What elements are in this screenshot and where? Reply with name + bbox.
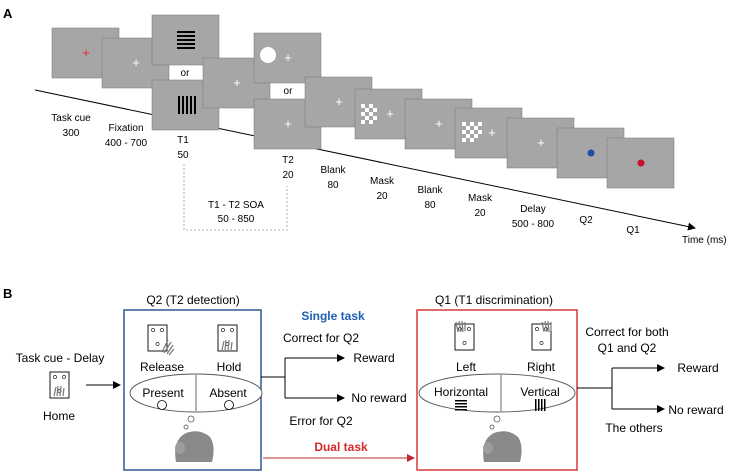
vertical-label: Vertical bbox=[520, 385, 559, 399]
hand-icon bbox=[221, 339, 233, 351]
present-disk-icon bbox=[157, 400, 167, 410]
svg-text:+: + bbox=[335, 94, 343, 109]
q2-blue-dot bbox=[587, 149, 595, 157]
svg-text:+: + bbox=[284, 116, 292, 131]
horizontal-grating-icon bbox=[177, 31, 195, 49]
or-label-t2: or bbox=[284, 86, 294, 97]
or-label-t1: or bbox=[181, 68, 191, 79]
vertical-grating-icon bbox=[535, 399, 546, 411]
value-mask-1: 20 bbox=[376, 191, 388, 202]
horizontal-label: Horizontal bbox=[434, 385, 488, 399]
svg-text:+: + bbox=[386, 106, 394, 121]
panel-b: B Task cue - Delay Home Q2 (T2 detection… bbox=[3, 286, 724, 471]
soa-value: 50 - 850 bbox=[218, 214, 255, 225]
reward-label-2: Reward bbox=[677, 361, 718, 375]
home-panel-icon bbox=[49, 371, 70, 399]
value-task-cue: 300 bbox=[63, 128, 80, 139]
hand-icon bbox=[455, 320, 466, 333]
checker-mask-icon bbox=[361, 104, 377, 124]
svg-text:+: + bbox=[537, 135, 545, 150]
hold-panel-icon bbox=[217, 324, 238, 352]
label-blank-2: Blank bbox=[417, 185, 443, 196]
q1-red-dot bbox=[637, 159, 645, 167]
label-fixation: Fixation bbox=[108, 123, 143, 134]
monkey-icon bbox=[483, 431, 522, 462]
cue-red-cross: + bbox=[82, 45, 90, 60]
soa-bracket: T1 - T2 SOA 50 - 850 bbox=[183, 164, 288, 231]
fixation-cross: + bbox=[132, 55, 140, 70]
panel-a: A Time (ms) + + or bbox=[3, 6, 727, 246]
q2-title: Q2 (T2 detection) bbox=[146, 293, 239, 307]
value-blank-2: 80 bbox=[424, 200, 436, 211]
screen-t1-horizontal bbox=[151, 14, 220, 66]
task-cue-delay-label: Task cue - Delay bbox=[16, 351, 105, 365]
hand-icon bbox=[161, 339, 175, 356]
label-q2: Q2 bbox=[579, 215, 593, 226]
svg-text:+: + bbox=[435, 116, 443, 131]
time-axis-label: Time (ms) bbox=[682, 235, 727, 246]
screen-t2-present: + bbox=[253, 32, 322, 84]
monkey-icon bbox=[175, 431, 214, 462]
screen-q1 bbox=[606, 137, 675, 189]
svg-text:+: + bbox=[284, 50, 292, 65]
soa-label: T1 - T2 SOA bbox=[208, 200, 264, 211]
hand-icon bbox=[541, 320, 552, 333]
absent-label: Absent bbox=[209, 386, 247, 400]
label-mask-1: Mask bbox=[370, 176, 395, 187]
error-q2-label: Error for Q2 bbox=[289, 414, 353, 428]
no-reward-label-2: No reward bbox=[668, 403, 723, 417]
hold-label: Hold bbox=[217, 360, 242, 374]
label-mask-2: Mask bbox=[468, 193, 493, 204]
release-label: Release bbox=[140, 360, 184, 374]
present-label: Present bbox=[142, 386, 184, 400]
svg-text:+: + bbox=[233, 75, 241, 90]
correct-both-label-2: Q1 and Q2 bbox=[598, 341, 657, 355]
label-t2: T2 bbox=[282, 155, 294, 166]
svg-text:+: + bbox=[488, 125, 496, 140]
q1-title: Q1 (T1 discrimination) bbox=[435, 293, 553, 307]
value-t2: 20 bbox=[282, 170, 294, 181]
panel-b-letter: B bbox=[3, 286, 12, 301]
t2-white-disk bbox=[260, 47, 276, 63]
label-t1: T1 bbox=[177, 135, 189, 146]
q1-box bbox=[416, 309, 578, 471]
panel-a-letter: A bbox=[3, 6, 13, 21]
time-axis-line bbox=[34, 89, 696, 231]
horizontal-grating-icon bbox=[455, 400, 467, 411]
thought-bubble-q2 bbox=[129, 373, 263, 430]
label-delay: Delay bbox=[520, 204, 546, 215]
no-reward-label-1: No reward bbox=[351, 391, 406, 405]
left-label: Left bbox=[456, 360, 477, 374]
label-q1: Q1 bbox=[626, 225, 640, 236]
reward-label-1: Reward bbox=[353, 351, 394, 365]
thought-bubble-q1 bbox=[418, 373, 576, 430]
value-delay: 500 - 800 bbox=[512, 219, 555, 230]
correct-both-label-1: Correct for both bbox=[585, 325, 668, 339]
right-panel-icon bbox=[531, 320, 552, 351]
value-blank-1: 80 bbox=[327, 180, 339, 191]
event-labels: Task cue 300 Fixation 400 - 700 T1 50 T2… bbox=[51, 113, 640, 236]
checker-mask-icon bbox=[462, 122, 482, 142]
dual-task-label: Dual task bbox=[314, 440, 368, 454]
single-task-label: Single task bbox=[301, 309, 365, 323]
label-blank-1: Blank bbox=[320, 165, 346, 176]
vertical-grating-icon bbox=[178, 96, 196, 114]
value-fixation: 400 - 700 bbox=[105, 138, 148, 149]
label-task-cue: Task cue bbox=[51, 113, 91, 124]
correct-q2-label: Correct for Q2 bbox=[283, 331, 359, 345]
home-label: Home bbox=[43, 409, 75, 423]
left-panel-icon bbox=[454, 320, 475, 351]
value-t1: 50 bbox=[177, 150, 189, 161]
value-mask-2: 20 bbox=[474, 208, 486, 219]
the-others-label: The others bbox=[605, 421, 662, 435]
absent-disk-icon bbox=[224, 400, 234, 410]
release-panel-icon bbox=[147, 324, 175, 356]
right-label: Right bbox=[527, 360, 556, 374]
